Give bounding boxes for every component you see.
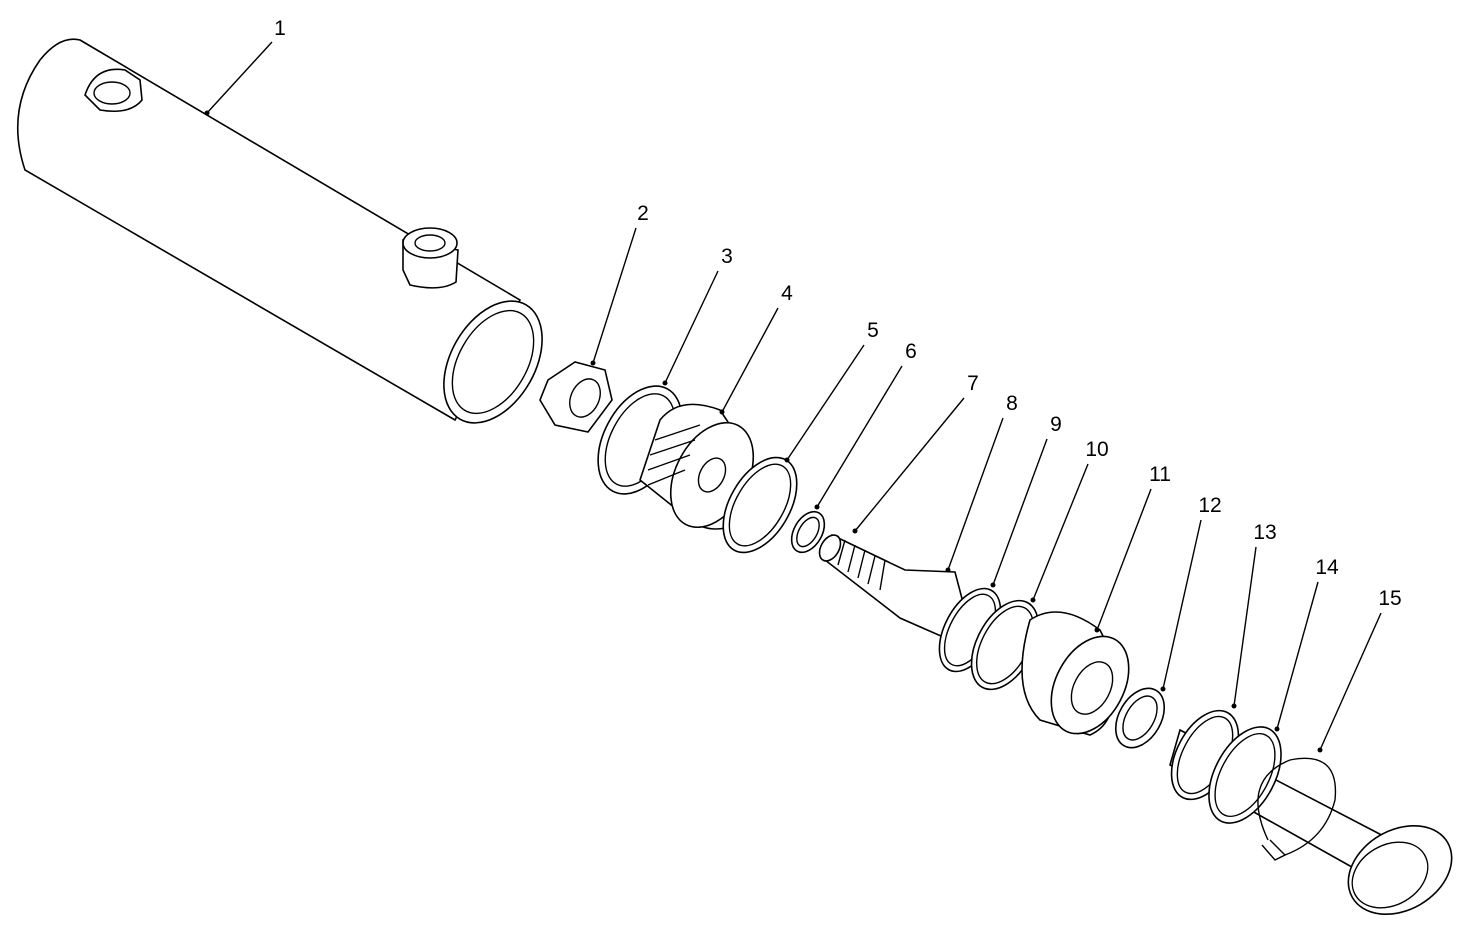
part-6-o-ring bbox=[790, 510, 826, 554]
leader-dot bbox=[945, 567, 951, 573]
leader-line bbox=[664, 270, 719, 384]
callout-13: 13 bbox=[1231, 521, 1277, 709]
callout-label: 8 bbox=[1006, 392, 1018, 415]
part-15-snap-ring bbox=[1257, 757, 1337, 861]
callout-label: 3 bbox=[721, 245, 733, 268]
callout-9: 9 bbox=[990, 413, 1062, 588]
part-12-wiper bbox=[1114, 687, 1166, 749]
leader-dot bbox=[814, 504, 820, 510]
callout-label: 1 bbox=[274, 17, 286, 40]
callout-label: 5 bbox=[867, 319, 879, 342]
part-10-11-gland bbox=[1021, 611, 1130, 736]
callout-5: 5 bbox=[784, 319, 879, 463]
callout-7: 7 bbox=[852, 372, 979, 534]
leader-dot bbox=[990, 582, 996, 588]
callout-label: 13 bbox=[1253, 521, 1276, 544]
leader-line bbox=[1276, 581, 1319, 730]
leader-line bbox=[1162, 519, 1202, 690]
leader-line bbox=[786, 344, 865, 461]
callout-label: 4 bbox=[781, 282, 793, 305]
callout-2: 2 bbox=[590, 202, 649, 366]
leader-line bbox=[1096, 488, 1152, 631]
callout-label: 12 bbox=[1198, 494, 1221, 517]
leader-dot bbox=[852, 528, 858, 534]
leader-line bbox=[1319, 612, 1382, 751]
leader-dot bbox=[1030, 597, 1036, 603]
leader-line bbox=[206, 41, 273, 114]
leader-dot bbox=[1274, 726, 1280, 732]
callout-label: 14 bbox=[1315, 556, 1339, 579]
part-1-cylinder-barrel bbox=[16, 38, 543, 424]
callout-label: 15 bbox=[1378, 587, 1401, 610]
leader-dot bbox=[662, 380, 668, 386]
callout-label: 10 bbox=[1085, 438, 1108, 461]
leader-line bbox=[1233, 546, 1257, 707]
callout-4: 4 bbox=[719, 282, 793, 415]
part-2-nut bbox=[539, 361, 613, 433]
callout-10: 10 bbox=[1030, 438, 1109, 603]
leader-dot bbox=[1160, 686, 1166, 692]
leader-dot bbox=[1094, 627, 1100, 633]
callout-label: 2 bbox=[637, 202, 649, 225]
callout-label: 6 bbox=[905, 340, 917, 363]
callout-3: 3 bbox=[662, 245, 733, 386]
callout-label: 7 bbox=[967, 372, 979, 395]
callout-8: 8 bbox=[945, 392, 1018, 573]
leader-dot bbox=[1231, 703, 1237, 709]
part-14-ring bbox=[1208, 726, 1282, 824]
leader-line bbox=[947, 417, 1004, 571]
leader-line bbox=[992, 438, 1048, 586]
callout-label: 9 bbox=[1050, 413, 1062, 436]
callout-12: 12 bbox=[1160, 494, 1222, 692]
part-5-ring bbox=[722, 456, 798, 554]
leader-line bbox=[816, 365, 903, 508]
leader-line bbox=[1032, 463, 1089, 601]
callout-label: 11 bbox=[1149, 463, 1171, 486]
leader-line bbox=[592, 227, 637, 364]
leader-dot bbox=[204, 110, 210, 116]
leader-dot bbox=[1317, 747, 1323, 753]
callout-1: 1 bbox=[204, 17, 286, 116]
leader-dot bbox=[590, 360, 596, 366]
callout-11: 11 bbox=[1094, 463, 1171, 633]
leader-line bbox=[721, 307, 779, 413]
leader-dot bbox=[719, 409, 725, 415]
callout-14: 14 bbox=[1274, 556, 1339, 732]
callout-15: 15 bbox=[1317, 587, 1402, 753]
part-7-rod-stud bbox=[818, 533, 966, 642]
callout-6: 6 bbox=[814, 340, 917, 510]
leader-dot bbox=[784, 457, 790, 463]
leader-line bbox=[854, 397, 965, 532]
